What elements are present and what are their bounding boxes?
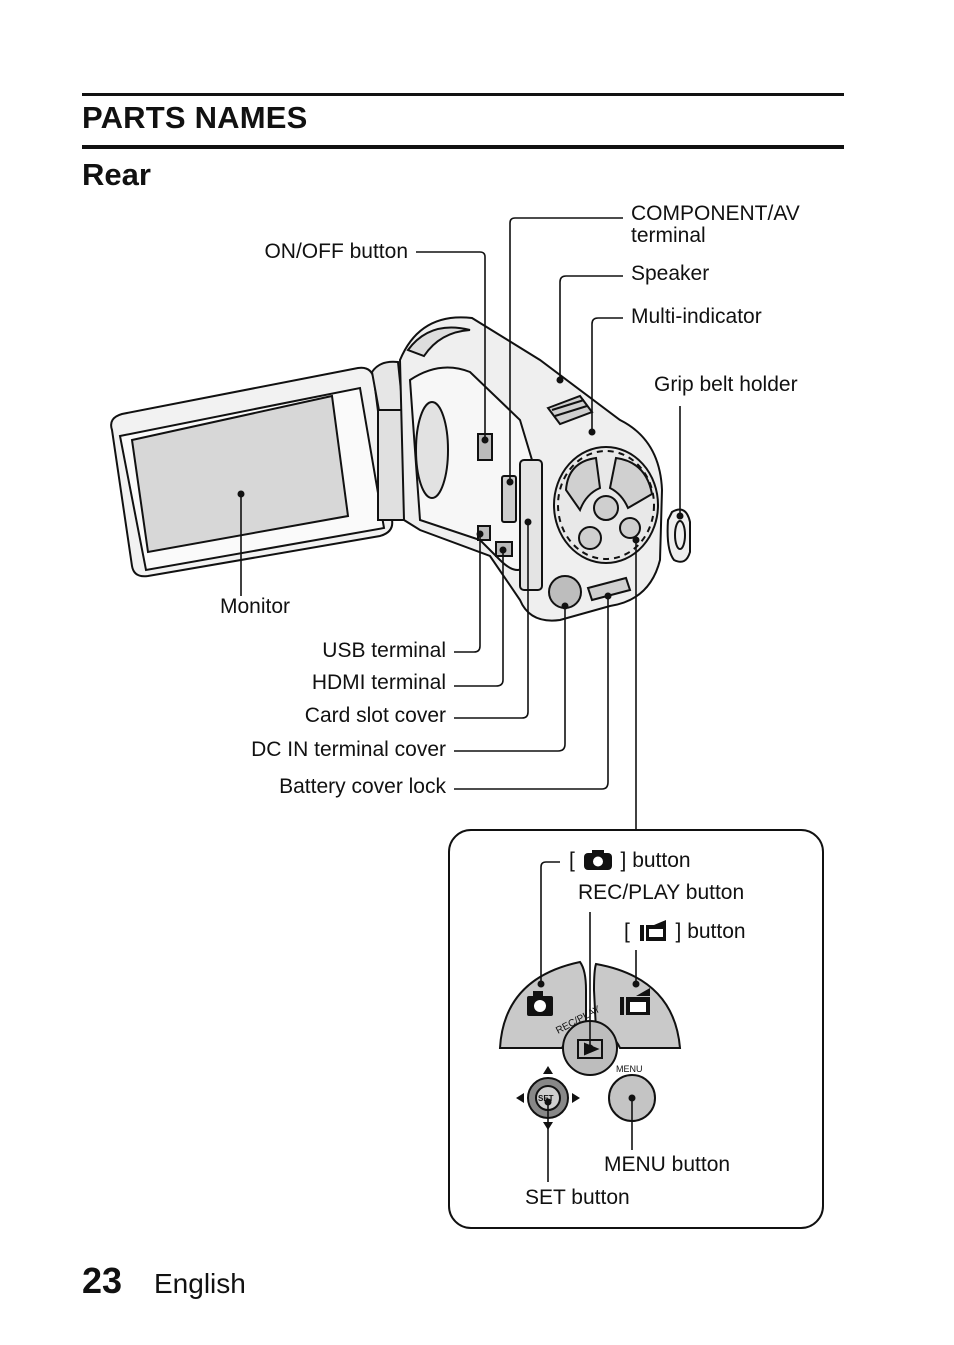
monitor-screen (130, 394, 350, 554)
label-set-button: SET button (525, 1186, 630, 1209)
label-video-button: [ ] button (624, 920, 746, 943)
label-dc-in: DC IN terminal cover (251, 738, 446, 761)
label-hdmi: HDMI terminal (311, 671, 446, 694)
camera-icon (527, 991, 553, 1016)
camera-icon (583, 850, 612, 870)
label-menu-button: MENU button (604, 1153, 731, 1176)
top-rule (82, 93, 844, 96)
label-rec-play: REC/PLAY button (578, 881, 745, 904)
label-card-slot: Card slot cover (304, 704, 446, 727)
label-usb: USB terminal (322, 639, 446, 662)
set-small-text: SET (538, 1094, 554, 1103)
label-multi-indicator: Multi-indicator (631, 305, 762, 328)
label-component-av: COMPONENT/AV (631, 202, 800, 225)
title-underline (82, 145, 844, 149)
label-grip-belt: Grip belt holder (654, 373, 798, 396)
section-title: Rear (82, 157, 151, 192)
label-on-off: ON/OFF button (264, 240, 408, 263)
label-photo-button: [ ] button (569, 849, 691, 872)
video-camera-icon (639, 920, 666, 941)
menu-small-text: MENU (616, 1064, 643, 1074)
page-title: PARTS NAMES (82, 100, 308, 135)
video-camera-icon (620, 988, 650, 1015)
language-label: English (154, 1268, 246, 1299)
page-number: 23 (82, 1260, 123, 1301)
label-battery-lock: Battery cover lock (279, 775, 446, 798)
label-speaker: Speaker (631, 262, 710, 285)
label-monitor: Monitor (220, 595, 291, 618)
label-component-av-terminal: terminal (631, 224, 706, 247)
